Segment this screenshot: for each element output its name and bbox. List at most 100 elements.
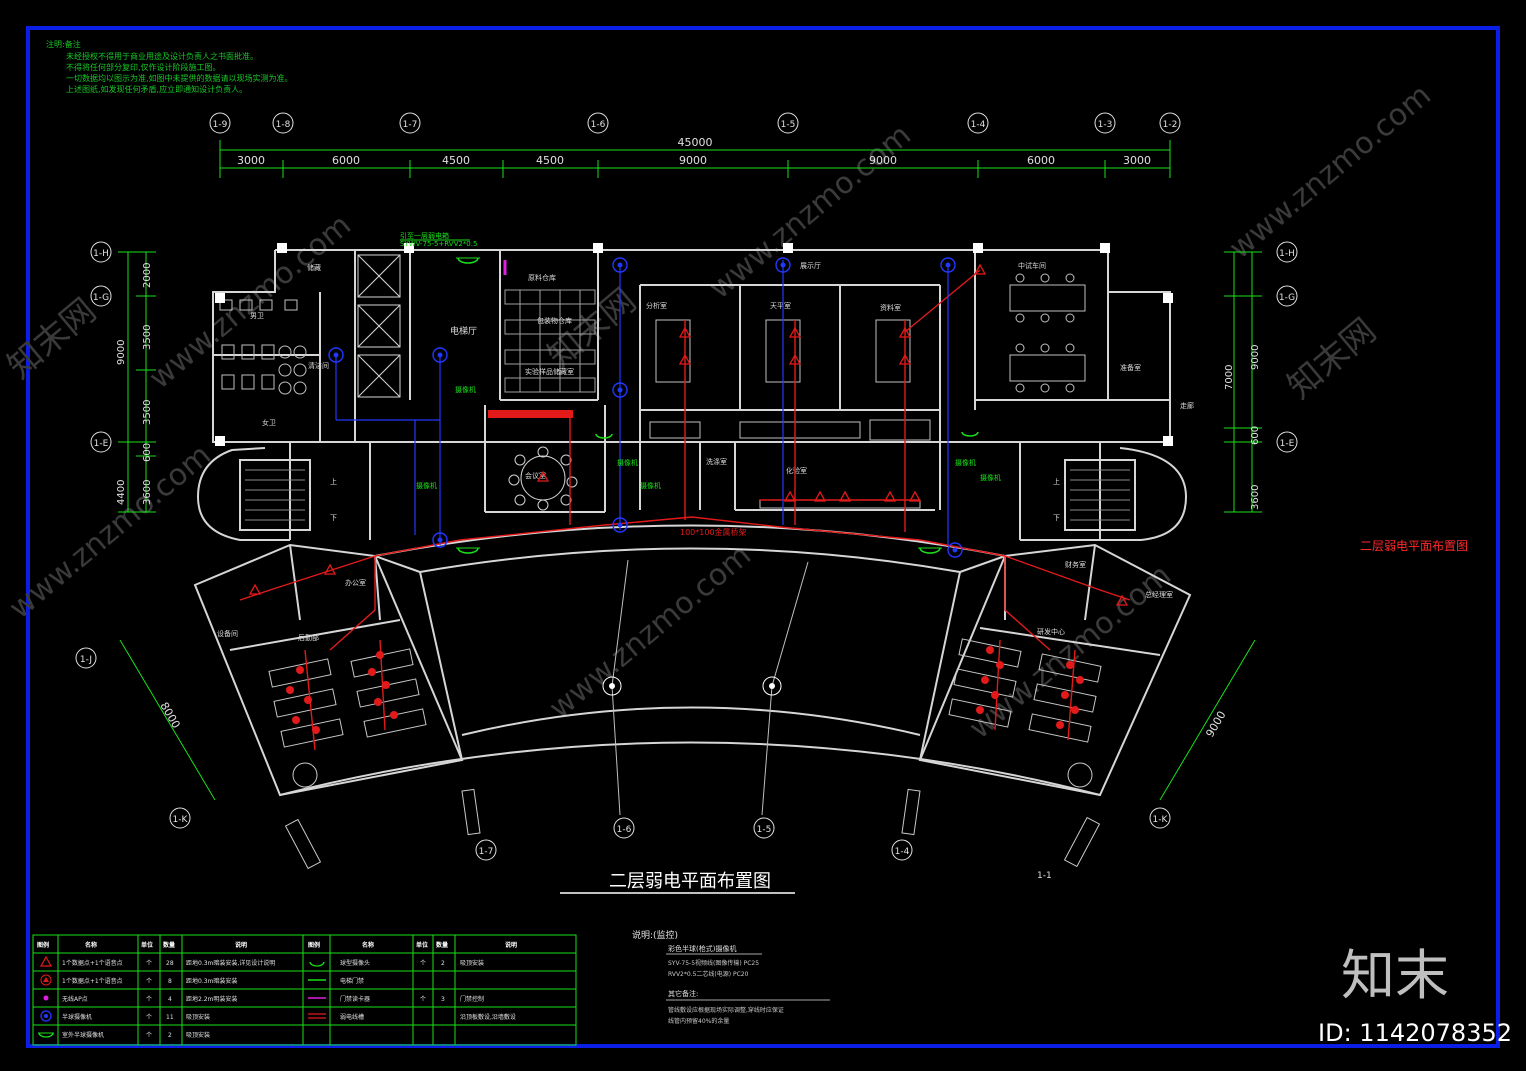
room-label: 准备室 [1120, 363, 1141, 372]
legend-cell: 无线AP点 [62, 995, 88, 1003]
svg-text:1-5: 1-5 [757, 825, 772, 835]
data-point-icon [1115, 594, 1129, 606]
top-dimension-labels: 45000 3000 6000 4500 4500 9000 9000 6000… [237, 136, 1151, 167]
right-dimension-chain [1224, 251, 1262, 513]
svg-text:1-6: 1-6 [591, 120, 606, 130]
axis-bubble: 1-H [1276, 241, 1298, 263]
svg-text:1-3: 1-3 [1098, 120, 1113, 130]
drawing-frame [26, 26, 1500, 1048]
svg-text:1-7: 1-7 [479, 847, 494, 857]
legend-cell: 门禁控制 [460, 995, 484, 1003]
legend-header: 说明 [235, 941, 247, 949]
legend-header: 单位 [416, 941, 428, 949]
dome-camera-icon [38, 1032, 54, 1038]
top-axis-bubbles: 1-9 1-8 1-7 1-6 1-5 1-4 1-3 1-2 [209, 112, 1181, 134]
left-dimension-chain [118, 251, 156, 513]
legend-cell: 4 [168, 996, 172, 1003]
room-label: 资料室 [880, 303, 901, 312]
wireless-ap-icon [432, 532, 448, 548]
wireless-ap-icon [432, 347, 448, 363]
data-point-icon [248, 583, 262, 595]
round-table [508, 446, 578, 511]
axis-bubble: 1-H [90, 241, 112, 263]
cable-routes [239, 269, 1131, 751]
room-label: 化验室 [786, 466, 807, 475]
atrium-grid [611, 559, 809, 816]
room-label: 展示厅 [800, 262, 821, 270]
watermark-brand: 知末网 [540, 281, 644, 377]
legend-header: 图例 [37, 941, 49, 949]
storage-shelving [504, 289, 596, 393]
stair-treads [245, 469, 1130, 521]
dimension-segment: 9000 [679, 154, 707, 167]
wireless-ap-icon [947, 542, 963, 558]
room-label: 原料仓库 [528, 273, 556, 282]
notes-line: 一切数据均以图示为准,如图中未提供的数据请以现场实测为准。 [66, 73, 293, 83]
legend-header: 名称 [85, 941, 97, 949]
lab-benches [649, 319, 931, 509]
svg-text:1-7: 1-7 [403, 120, 418, 130]
elevators [357, 254, 401, 398]
room-label: 设备间 [217, 629, 238, 638]
legend-cell: 门禁读卡器 [340, 995, 370, 1003]
legend-cell: 2 [168, 1032, 172, 1039]
dome-camera-icon [961, 431, 979, 437]
legend-cell: 吸顶安装 [460, 959, 484, 967]
room-label: 清洁间 [308, 361, 329, 370]
dimension-label: 3600 [1250, 485, 1261, 510]
left-dimension-labels: 2000 3500 9000 3500 600 4400 3600 [116, 263, 153, 505]
watermark-site: www.znzmo.com [1223, 78, 1438, 267]
room-label: 财务室 [1065, 560, 1086, 569]
svg-text:1-9: 1-9 [213, 120, 228, 130]
axis-bubble: 1-E [1276, 431, 1298, 453]
cable-tray-segment [488, 410, 573, 418]
riser-label: 引至一层弱电箱 [400, 231, 449, 240]
toilet-fixtures [219, 299, 307, 395]
room-label: 天平室 [770, 301, 791, 310]
riser-cable-label: SYWV-75-5+RVV2*0.5 [400, 240, 477, 248]
right-desks [948, 638, 1102, 788]
dimension-segment: 6000 [332, 154, 360, 167]
data-point-icon [883, 490, 897, 502]
workshop-tables [1009, 273, 1086, 393]
notes-line: 不得将任何部分复印,仅作设计阶段施工图。 [66, 62, 221, 72]
room-label: 实验样品储藏室 [525, 367, 574, 376]
dimension-label: 9000 [1250, 345, 1261, 370]
axis-bubble: 1-7 [399, 112, 421, 134]
ap-symbols [328, 257, 963, 558]
wireless-ap-icon [40, 1010, 52, 1022]
legend-cell: 弱电线槽 [340, 1013, 364, 1021]
dimension-label: 9000 [116, 340, 127, 365]
notes-line: 上述图纸,如发现任何矛盾,应立即通知设计负责人。 [66, 84, 247, 94]
camera-symbols [456, 257, 979, 554]
data-point-icon [678, 353, 692, 365]
legend-rows: 1个数据点+1个语音点 个 28 距地0.3m暗装安装,详见设计说明 球型摄像头… [62, 959, 516, 1039]
monitor-notes-line: 线管内预留40%的余量 [668, 1017, 729, 1025]
left-wing [193, 543, 464, 797]
legend-header: 说明 [505, 941, 517, 949]
drawing-title: 二层弱电平面布置图 [609, 871, 771, 892]
monitor-notes-subtitle: 其它备注: [668, 989, 698, 998]
diagonal-dimensions [119, 639, 1256, 801]
dome-camera-icon [595, 433, 613, 439]
axis-bubble: 1-G [90, 285, 112, 307]
monitor-notes-line: 管线敷设应根据现场实际调整,穿线时应保证 [668, 1006, 784, 1014]
corridor-label: 走廊 [1180, 401, 1194, 410]
dimension-label: 3500 [142, 325, 153, 350]
legend-header: 名称 [362, 941, 374, 949]
camera-tag: 摄像机 [416, 481, 437, 490]
legend-cell: 半球摄像机 [62, 1013, 92, 1021]
wireless-ap-icon [612, 517, 628, 533]
camera-tag: 摄像机 [455, 385, 476, 394]
watermark-site: www.znzmo.com [3, 438, 218, 627]
camera-tag: 摄像机 [640, 481, 661, 490]
watermark-site: www.znzmo.com [703, 118, 918, 307]
watermark-layer: www.znzmo.com www.znzmo.com www.znzmo.co… [0, 78, 1438, 747]
room-label: 洗涤室 [706, 457, 727, 466]
general-notes: 注明:备注 未经授权不得用于商业用途及设计负责人之书面批准。 不得将任何部分复印… [46, 39, 293, 94]
axis-bubble: 1-4 [967, 112, 989, 134]
room-label: 后勤部 [298, 633, 319, 642]
monitor-notes-line: SYV-75-5视频线(图像传输) PC25 [668, 959, 759, 967]
image-id: ID: 1142078352 [1318, 1019, 1512, 1047]
